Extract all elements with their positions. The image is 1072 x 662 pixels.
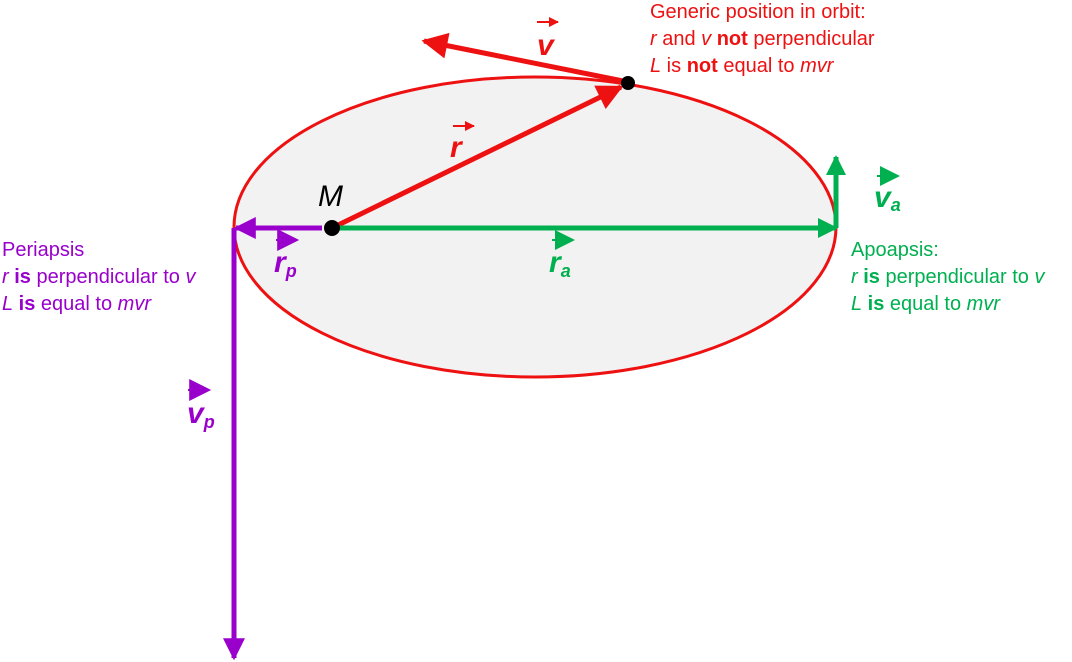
svg-text:Generic position in orbit:: Generic position in orbit: xyxy=(650,1,866,23)
svg-text:L is not equal to mvr: L is not equal to mvr xyxy=(650,55,835,77)
apoapsis-caption: Apoapsis: r is perpendicular to v L is e… xyxy=(851,239,1045,315)
svg-text:Periapsis: Periapsis xyxy=(2,239,84,261)
svg-text:r and v not perpendicular: r and v not perpendicular xyxy=(650,28,875,50)
svg-text:r is perpendicular to v: r is perpendicular to v xyxy=(851,266,1045,288)
generic-position-dot xyxy=(621,76,635,90)
rp-vector-label: rp xyxy=(274,229,300,281)
ra-vector-label: ra xyxy=(549,230,575,281)
svg-text:L is equal to mvr: L is equal to mvr xyxy=(2,293,152,315)
svg-text:r is perpendicular to v: r is perpendicular to v xyxy=(2,266,196,288)
svg-text:ra: ra xyxy=(549,246,571,281)
vp-vector-label: vp xyxy=(187,379,215,432)
svg-text:v: v xyxy=(537,29,556,62)
r-vector-label: r xyxy=(450,121,475,164)
svg-text:L is equal to mvr: L is equal to mvr xyxy=(851,293,1001,315)
central-mass-dot xyxy=(324,220,340,236)
r-vector-arrow xyxy=(330,84,624,231)
svg-text:va: va xyxy=(874,181,901,215)
mass-label: M xyxy=(318,180,343,213)
va-vector-label: va xyxy=(874,166,901,215)
v-vector-arrow xyxy=(421,32,629,85)
v-vector-label: v xyxy=(537,17,559,62)
svg-text:rp: rp xyxy=(274,246,297,281)
generic-caption: Generic position in orbit: r and v not p… xyxy=(650,1,875,77)
svg-text:Apoapsis:: Apoapsis: xyxy=(851,239,939,261)
periapsis-caption: Periapsis r is perpendicular to v L is e… xyxy=(2,239,196,315)
svg-text:vp: vp xyxy=(187,397,215,432)
svg-text:r: r xyxy=(450,131,464,164)
